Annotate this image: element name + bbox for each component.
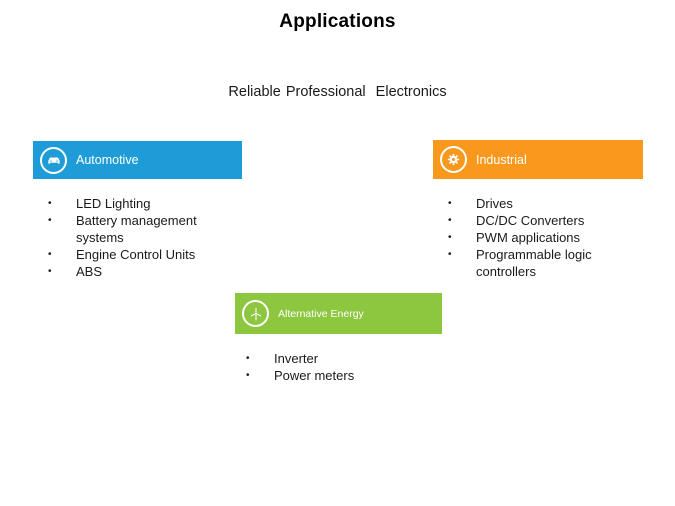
list-item: • Power meters (243, 367, 425, 384)
list-item: • DC/DC Converters (445, 212, 627, 229)
list-item: • Programmable logic controllers (445, 246, 627, 280)
bullet-icon: • (48, 266, 52, 277)
subtitle: Reliable Professional Electronics (228, 84, 447, 100)
banner-label-industrial: Industrial (476, 152, 527, 167)
list-item: • Battery management systems (45, 212, 232, 246)
bullet-icon: • (448, 232, 452, 243)
bullet-icon: • (448, 249, 452, 260)
bullet-icon: • (448, 215, 452, 226)
industrial-list: • Drives • DC/DC Converters • PWM applic… (445, 195, 627, 280)
list-item: • Drives (445, 195, 627, 212)
list-item-text: PWM applications (476, 230, 581, 245)
list-item-text: Battery management systems (76, 213, 197, 245)
list-item: • Inverter (243, 350, 425, 367)
bullet-icon: • (48, 198, 52, 209)
page-title: Applications (279, 11, 396, 32)
list-item-text: Inverter (274, 351, 319, 366)
banner-automotive: Automotive (33, 141, 242, 179)
bullet-icon: • (48, 249, 52, 260)
list-item-text: ABS (76, 264, 103, 279)
bullet-icon: • (246, 353, 250, 364)
wind-turbine-icon (242, 300, 269, 327)
list-item-text: Power meters (274, 368, 355, 383)
banner-industrial: Industrial (433, 140, 643, 179)
list-item: • LED Lighting (45, 195, 232, 212)
bullet-icon: • (448, 198, 452, 209)
banner-label-alternative-energy: Alternative Energy (278, 307, 364, 320)
banner-label-automotive: Automotive (76, 153, 139, 167)
car-icon (40, 146, 67, 174)
gear-icon (440, 146, 467, 173)
list-item-text: LED Lighting (76, 196, 151, 211)
bullet-icon: • (48, 215, 52, 226)
list-item-text: Drives (476, 196, 513, 211)
list-item: • PWM applications (445, 229, 627, 246)
list-item-text: DC/DC Converters (476, 213, 585, 228)
list-item: • ABS (45, 263, 232, 280)
list-item-text: Programmable logic controllers (476, 247, 592, 279)
bullet-icon: • (246, 370, 250, 381)
list-item: • Engine Control Units (45, 246, 232, 263)
banner-alternative-energy: Alternative Energy (235, 293, 442, 334)
alternative-energy-list: • Inverter • Power meters (243, 350, 425, 384)
automotive-list: • LED Lighting • Battery management syst… (45, 195, 232, 280)
list-item-text: Engine Control Units (76, 247, 196, 262)
